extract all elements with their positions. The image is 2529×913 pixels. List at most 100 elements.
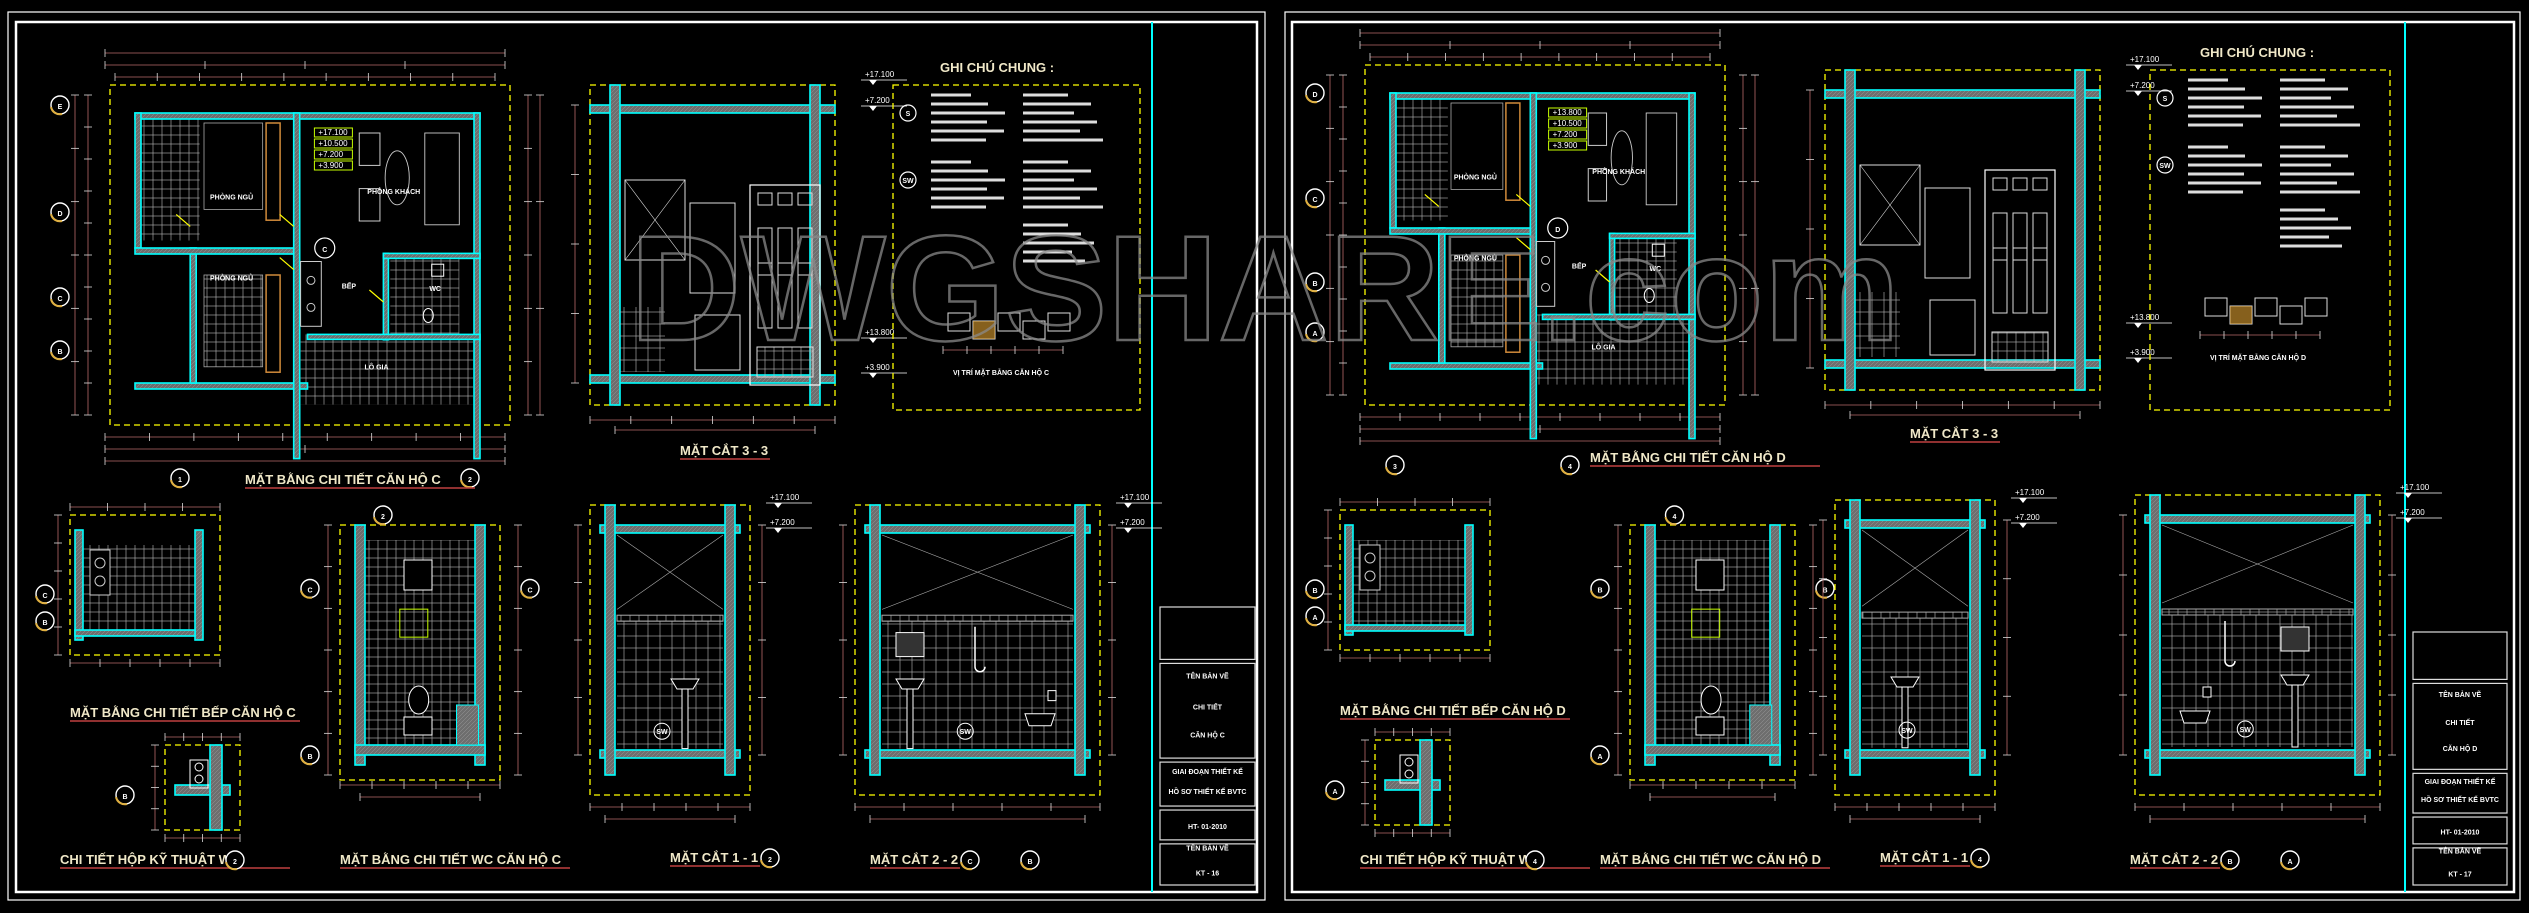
grid-bubble-arc <box>50 213 63 223</box>
stove-burner <box>1541 255 1551 265</box>
grid-bubble: B <box>2220 850 2240 871</box>
grid-bubble: B <box>1590 578 1610 599</box>
dimension-line <box>1339 498 1491 506</box>
grid-bubble-label: 2 <box>381 514 385 521</box>
door-inset-panel <box>2012 247 2028 261</box>
wall <box>599 749 741 759</box>
grid-bubble-label: 2 <box>768 857 772 864</box>
wall <box>1344 624 1466 632</box>
wall <box>1344 524 1354 636</box>
level-triangle <box>2404 493 2412 498</box>
drawing-name-line2: CĂN HỘ D <box>2443 744 2478 753</box>
grid-bubble-arc <box>1305 283 1318 293</box>
drawing-title: MẶT BẰNG CHI TIẾT BẾP CĂN HỘ C <box>70 705 296 720</box>
drawing-boundary <box>339 524 501 781</box>
sofa <box>1645 112 1678 206</box>
grid-bubble: 2 <box>760 848 780 869</box>
level-label: +7.200 <box>1120 518 1145 527</box>
wall <box>1844 69 1856 391</box>
level-triangle <box>869 106 877 111</box>
grid-bubble-arc <box>1970 859 1983 869</box>
level-triangle <box>2404 518 2412 523</box>
level-marker: +17.100 <box>861 70 907 85</box>
dimension-line <box>1751 74 1759 396</box>
dimension-line <box>1834 803 1996 811</box>
room-label-living: PHÒNG KHÁCH <box>1592 167 1645 176</box>
dimension-line <box>1819 519 1827 756</box>
grid-bubble-label: 1 <box>178 477 182 484</box>
design-stage-label: GIAI ĐOẠN THIẾT KẾ <box>1172 766 1243 776</box>
dimension-line <box>69 659 221 667</box>
wash-basin <box>403 559 433 591</box>
grid-bubble-arc <box>2220 861 2233 871</box>
wall <box>1389 362 1544 370</box>
key-plan-unit <box>1022 320 1046 340</box>
tile-border-strip <box>616 614 724 622</box>
sw-tag: SW <box>960 729 972 736</box>
grid-bubble: 2 <box>460 468 480 489</box>
grid-bubble-arc <box>1385 466 1398 476</box>
level-label: +7.200 <box>770 518 795 527</box>
wall <box>134 112 481 120</box>
drawing-boundary <box>1364 64 1726 406</box>
level-marker: +13.800 <box>861 328 907 343</box>
grid-bubble-arc <box>760 859 773 869</box>
drawing-title: MẶT CẮT 1 - 1 <box>1880 850 1968 865</box>
wall <box>473 112 481 460</box>
grid-bubble: B <box>300 745 320 766</box>
bed <box>1450 254 1504 348</box>
wall <box>74 529 84 641</box>
drawing-name-line2: CĂN HỘ C <box>1190 731 1225 740</box>
dimension-line <box>536 94 544 416</box>
wall <box>382 252 481 260</box>
level-triangle <box>2019 498 2027 503</box>
wall <box>1644 744 1781 756</box>
wall <box>2074 69 2086 391</box>
wall-cabinet <box>689 202 736 294</box>
stove-counter <box>300 261 322 327</box>
drawing-name-label: TÊN BẢN VẼ <box>1186 671 1229 680</box>
drawing-title: MẶT CẮT 2 - 2 <box>2130 852 2218 867</box>
coffee-table <box>1610 130 1633 186</box>
grid-bubble-label: D <box>1312 92 1317 99</box>
drawing-boundary <box>589 504 751 796</box>
dimension-line <box>164 733 241 741</box>
grid-bubble-arc <box>300 590 313 599</box>
sw-tag-circle <box>653 722 671 740</box>
ceiling-cross <box>1861 529 1969 607</box>
grid-bubble-arc <box>2280 861 2293 871</box>
design-stage-label: GIAI ĐOẠN THIẾT KẾ <box>2425 776 2496 786</box>
wall <box>354 744 486 756</box>
level-marker: +7.200 <box>861 96 907 111</box>
grid-bubble: C <box>520 578 540 599</box>
wall <box>382 252 390 341</box>
level-marker: +17.100 <box>1116 493 1162 508</box>
grid-bubble-label: A <box>1597 754 1602 761</box>
level-triangle <box>869 373 877 378</box>
dimension-line <box>571 104 579 384</box>
title-block-cell <box>2412 682 2508 770</box>
level-label: +17.100 <box>865 70 895 79</box>
level-triangle <box>774 528 782 533</box>
loggia-tile-floor <box>1396 99 1448 221</box>
drawing-title: MẶT CẮT 1 - 1 <box>670 850 758 865</box>
room-label-loggia: LÔ GIA <box>1591 343 1615 352</box>
drawing-title: MẶT CẮT 3 - 3 <box>680 443 768 458</box>
grid-bubble-arc <box>1305 199 1318 209</box>
grid-bubble-label: C <box>57 296 62 303</box>
stove-burner <box>1541 282 1551 292</box>
dimension-line <box>1649 793 1776 801</box>
title-block-cell <box>2412 816 2508 845</box>
wall <box>194 529 204 641</box>
mirror <box>895 632 925 658</box>
grid-bubble-label: B <box>1822 588 1827 595</box>
grid-bubble: B <box>1305 272 1325 293</box>
grid-bubble-label: B <box>1597 588 1602 595</box>
apartment-tag-circle <box>314 237 336 259</box>
grid-bubble: C <box>300 578 320 599</box>
design-stage: HỒ SƠ THIẾT KẾ BVTC <box>2421 794 2499 804</box>
